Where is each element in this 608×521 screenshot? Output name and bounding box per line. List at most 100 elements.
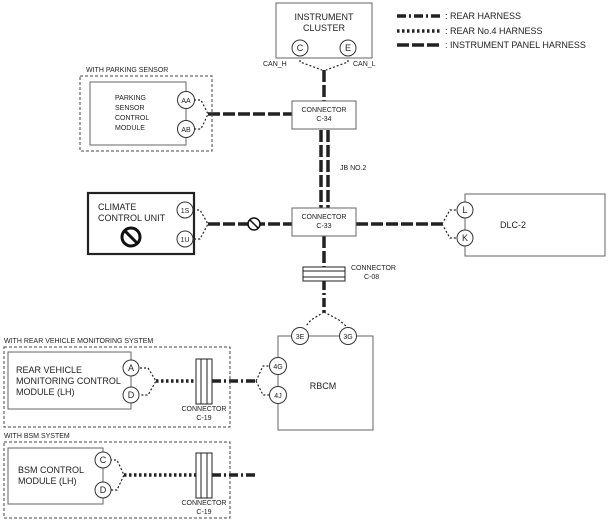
prohibited-icon	[120, 226, 142, 248]
c33-label-2: C-33	[316, 223, 331, 230]
c34-label-1: CONNECTOR	[302, 107, 347, 114]
legend: : REAR HARNESS : REAR No.4 HARNESS : INS…	[397, 11, 586, 50]
parking-module-box	[89, 81, 187, 146]
rear-pin-d: D	[128, 390, 135, 400]
can-l-label: CAN_L	[353, 61, 376, 68]
parking-module-line1: PARKING	[115, 95, 146, 102]
can-h-label: CAN_H	[263, 61, 287, 68]
c34-label-2: C-34	[316, 116, 331, 123]
climate-pin-1u: 1U	[181, 237, 190, 244]
rbcm-title: RBCM	[310, 381, 337, 391]
parking-group-label: WITH PARKING SENSOR	[86, 67, 168, 74]
bsm-group-label: WITH BSM SYSTEM	[4, 433, 70, 440]
connector-c34: CONNECTOR C-34	[291, 100, 357, 130]
pin-3g-circle	[339, 327, 357, 345]
pin-4j-circle	[269, 386, 287, 404]
pin-aa-circle	[177, 91, 195, 109]
climate-pin-1s: 1S	[181, 208, 190, 215]
wire-parking-stubs	[194, 99, 209, 130]
climate-control-unit: CLIMATE CONTROL UNIT 1S 1U	[86, 191, 196, 256]
rear-c19-label-2: C-19	[196, 415, 211, 422]
bsm-pin-d: D	[100, 485, 107, 495]
rbcm-pin-3g: 3G	[343, 334, 352, 341]
parking-group-border	[79, 75, 213, 152]
wire-rear-module-stubs	[140, 367, 157, 396]
rbcm: RBCM 3E 3G 4G 4J	[269, 327, 374, 431]
parking-sensor-group: WITH PARKING SENSOR PARKING SENSOR CONTR…	[79, 67, 213, 152]
parking-pin-aa: AA	[181, 98, 191, 105]
pin-3e-circle	[291, 327, 309, 345]
bsm-module-line2: MODULE (LH)	[18, 476, 77, 486]
pin-4g-circle	[269, 357, 287, 375]
parking-module-line3: CONTROL	[115, 115, 149, 122]
instrument-cluster: INSTRUMENT CLUSTER C E CAN_H CAN_L	[263, 2, 376, 68]
pin-1s-circle	[176, 201, 194, 219]
parking-pin-ab: AB	[181, 127, 191, 134]
pin-a-circle	[122, 359, 140, 377]
rear-module-box	[7, 351, 132, 410]
instrument-cluster-title-2: CLUSTER	[303, 23, 346, 33]
wire-rbcm-4g-stub	[255, 365, 270, 382]
wire-rbcm-3g-stub	[323, 311, 347, 327]
rear-c19-connector	[195, 358, 213, 405]
rear-group-label: WITH REAR VEHICLE MONITORING SYSTEM	[4, 338, 153, 345]
rbcm-pin-3e: 3E	[296, 334, 305, 341]
rbcm-pin-4g: 4G	[273, 364, 282, 371]
c08-label-2: C-08	[364, 274, 379, 281]
c08-label-1: CONNECTOR	[351, 265, 396, 272]
bsm-module-line1: BSM CONTROL	[18, 465, 84, 475]
rear-module-line2: MONITORING CONTROL	[16, 376, 121, 386]
wire-rbcm-3e-stub	[305, 311, 325, 327]
climate-box	[86, 191, 196, 256]
legend-ip-label: : INSTRUMENT PANEL HARNESS	[445, 40, 586, 50]
pin-l-circle	[456, 201, 474, 219]
cluster-pin-e: E	[345, 43, 351, 53]
wires	[110, 56, 457, 491]
bsm-c19-label-2: C-19	[196, 509, 211, 516]
bsm-group-border	[3, 441, 231, 519]
parking-module-line2: SENSOR	[115, 105, 145, 112]
c33-label-1: CONNECTOR	[302, 214, 347, 221]
dlc-pin-l: L	[462, 205, 467, 215]
bsm-c19-connector	[195, 452, 213, 499]
wire-bsm-stubs	[110, 459, 125, 491]
connector-c08: CONNECTOR C-08	[302, 265, 396, 282]
rear-group-border	[3, 346, 231, 428]
parking-module-line4: MODULE	[115, 125, 145, 132]
jb-label: JB NO.2	[340, 165, 367, 172]
connector-c33: CONNECTOR C-33	[291, 207, 357, 237]
bsm-pin-d-circle	[94, 481, 112, 499]
wire-climate-stubs	[193, 209, 209, 240]
bsm-group: WITH BSM SYSTEM BSM CONTROL MODULE (LH) …	[3, 433, 231, 519]
bsm-c19-label-1: CONNECTOR	[182, 500, 227, 507]
climate-line2: CONTROL UNIT	[98, 213, 166, 223]
rear-c19-label-1: CONNECTOR	[182, 406, 227, 413]
rbcm-pin-4j: 4J	[274, 393, 281, 400]
bsm-pin-c: C	[100, 455, 107, 465]
dlc-pin-k: K	[462, 233, 468, 243]
pin-ab-circle	[177, 120, 195, 138]
wire-rbcm-4j-stub	[255, 380, 270, 396]
dlc-title: DLC-2	[500, 220, 526, 230]
cluster-pin-c: C	[297, 43, 304, 53]
pin-d-circle	[122, 386, 140, 404]
prohibited-small-icon	[247, 217, 261, 231]
pin-k-circle	[456, 229, 474, 247]
rear-module-line1: REAR VEHICLE	[16, 365, 82, 375]
rear-module-line3: MODULE (LH)	[16, 387, 75, 397]
dlc-2: DLC-2 L K	[456, 193, 606, 257]
pin-c-circle	[291, 39, 309, 57]
instrument-cluster-title-1: INSTRUMENT	[295, 12, 354, 22]
pin-e-circle	[339, 39, 357, 57]
wire-dlc-stub-k	[441, 223, 457, 239]
bsm-pin-c-circle	[94, 451, 112, 469]
bsm-module-box	[7, 447, 104, 505]
rear-pin-a: A	[128, 363, 134, 373]
climate-line1: CLIMATE	[98, 202, 136, 212]
rear-monitoring-group: WITH REAR VEHICLE MONITORING SYSTEM REAR…	[3, 338, 231, 428]
pin-1u-circle	[176, 230, 194, 248]
legend-rear-label: : REAR HARNESS	[445, 11, 521, 21]
wire-dlc-stub-l	[441, 209, 457, 225]
legend-rear4-label: : REAR No.4 HARNESS	[445, 26, 543, 36]
